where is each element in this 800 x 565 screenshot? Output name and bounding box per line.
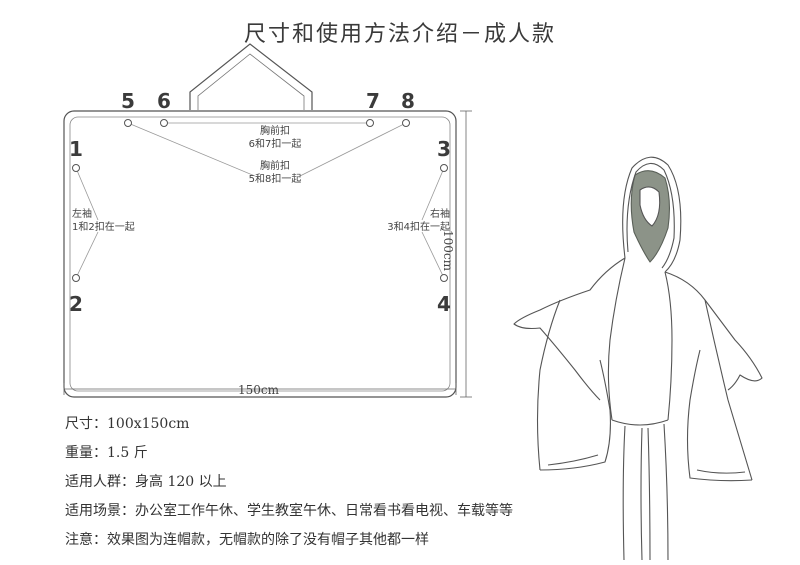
spec-row-scenarios: 适用场景：办公室工作午休、学生教室午休、日常看书看电视、车载等等 bbox=[65, 503, 513, 519]
snap-3-dot bbox=[440, 164, 448, 172]
snap-label-4: 4 bbox=[437, 292, 451, 316]
snap-label-8: 8 bbox=[401, 89, 415, 113]
spec-row-audience: 适用人群：身高 120 以上 bbox=[65, 474, 227, 490]
person-wearing-blanket-illustration bbox=[513, 156, 763, 561]
snap-label-1: 1 bbox=[69, 137, 83, 161]
blanket-outline bbox=[63, 110, 457, 398]
right-sleeve-note: 右袖 3和4扣在一起 bbox=[387, 209, 450, 233]
left-sleeve-note: 左袖 1和2扣在一起 bbox=[72, 209, 135, 233]
spec-row-size: 尺寸：100x150cm bbox=[65, 416, 190, 432]
snap-6-dot bbox=[160, 119, 168, 127]
snap-label-7: 7 bbox=[366, 89, 380, 113]
hood-outline bbox=[189, 43, 313, 110]
snap-label-5: 5 bbox=[121, 89, 135, 113]
chest-snap-note-top: 胸前扣 6和7扣一起 bbox=[248, 126, 302, 150]
snap-5-dot bbox=[124, 119, 132, 127]
page-title: 尺寸和使用方法介绍－成人款 bbox=[243, 22, 556, 47]
snap-1-dot bbox=[72, 164, 80, 172]
snap-2-dot bbox=[72, 274, 80, 282]
snap-label-6: 6 bbox=[157, 89, 171, 113]
chest-snap-note-bottom: 胸前扣 5和8扣一起 bbox=[248, 161, 302, 185]
spec-row-note: 注意：效果图为连帽款，无帽款的除了没有帽子其他都一样 bbox=[65, 532, 429, 548]
spec-row-weight: 重量：1.5 斤 bbox=[65, 445, 148, 461]
snap-4-dot bbox=[440, 274, 448, 282]
snap-label-3: 3 bbox=[437, 137, 451, 161]
snap-8-dot bbox=[402, 119, 410, 127]
spec-list: 尺寸：100x150cm 重量：1.5 斤 适用人群：身高 120 以上 适用场… bbox=[65, 414, 513, 559]
snap-7-dot bbox=[366, 119, 374, 127]
width-dimension-label: 150cm bbox=[238, 383, 280, 397]
snap-label-2: 2 bbox=[69, 292, 83, 316]
height-dimension-label: 100cm bbox=[441, 230, 455, 272]
